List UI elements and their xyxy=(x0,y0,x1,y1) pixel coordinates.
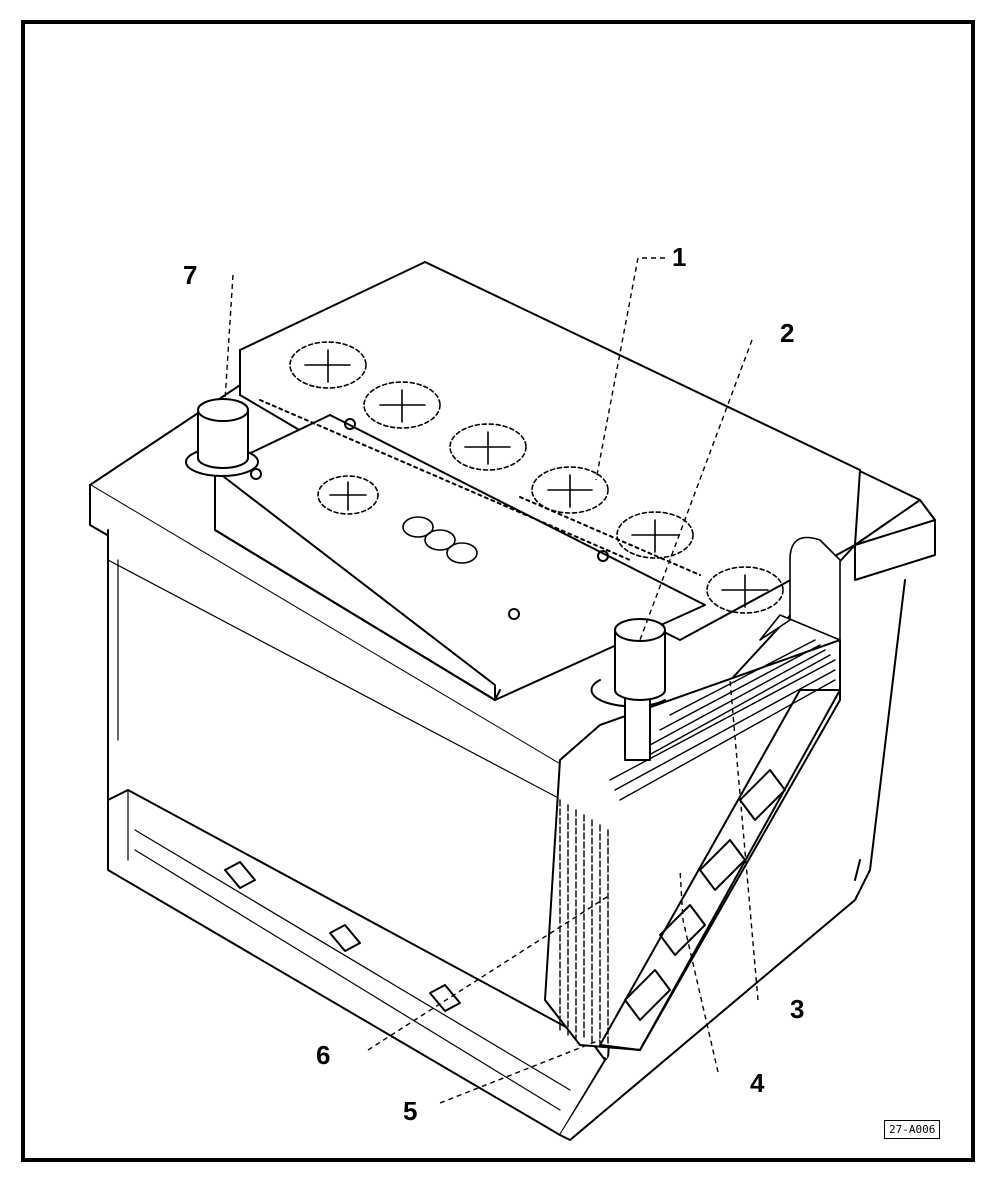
handle-recess xyxy=(759,536,841,641)
leader-7 xyxy=(224,274,234,401)
battery-lid-right-edge xyxy=(854,499,936,581)
callout-4: 4 xyxy=(750,1068,765,1098)
callout-6: 6 xyxy=(316,1040,331,1070)
separator-strips xyxy=(599,689,841,1051)
callout-3: 3 xyxy=(790,994,805,1024)
vent-caps xyxy=(289,341,784,614)
leader-1 xyxy=(595,257,665,481)
figure-frame xyxy=(21,20,975,1162)
callout-1: 1 xyxy=(672,242,687,272)
figure-reference-code: 27-A006 xyxy=(884,1120,941,1139)
callout-2: 2 xyxy=(780,318,795,348)
vent-cover-strip xyxy=(239,261,861,641)
leader-6 xyxy=(367,894,611,1051)
leader-4 xyxy=(679,869,719,1073)
leader-5 xyxy=(439,1039,601,1104)
polarity-marking xyxy=(402,516,478,564)
plate-lines-front xyxy=(559,799,609,1047)
callout-7: 7 xyxy=(183,260,198,290)
positive-terminal xyxy=(590,618,666,761)
battery-drawing xyxy=(89,261,936,1141)
leader-lines xyxy=(224,257,759,1104)
callout-5: 5 xyxy=(403,1096,418,1126)
negative-terminal xyxy=(185,398,259,477)
